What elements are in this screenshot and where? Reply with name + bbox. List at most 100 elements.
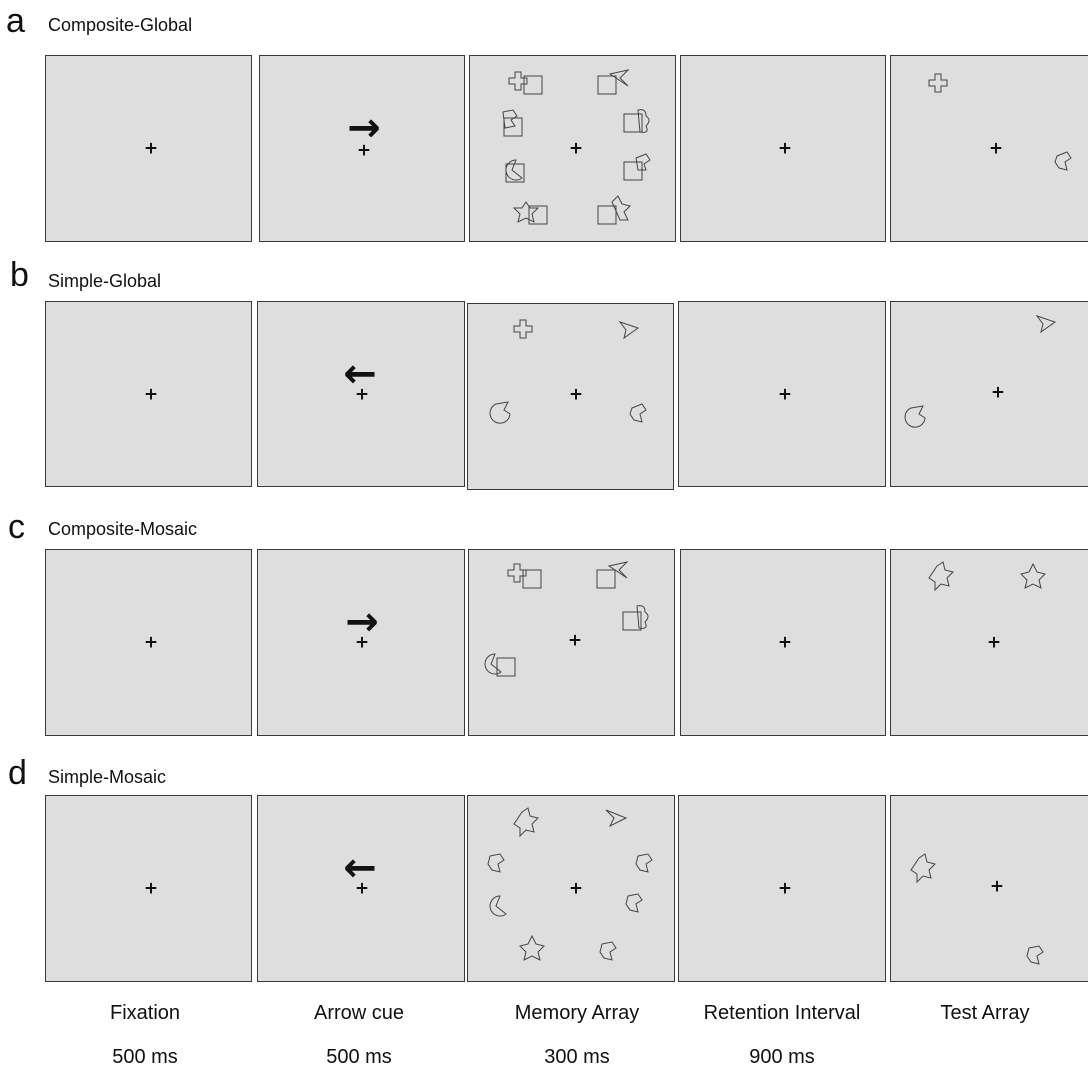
- row-a-test-panel: +: [890, 55, 1088, 242]
- row-a-retention-panel: +: [680, 55, 886, 242]
- pacman-shape: [489, 895, 507, 917]
- square-shape: [622, 611, 642, 631]
- arrowhead-shape: [618, 321, 640, 340]
- row-b-memory-panel: +: [467, 303, 674, 490]
- fixation-cross: +: [356, 140, 372, 161]
- row-a-memory-panel: +: [469, 55, 676, 242]
- row-d-cue-panel: ← +: [257, 795, 465, 982]
- row-c-title: Composite-Mosaic: [48, 519, 198, 539]
- flag-shape: [502, 109, 518, 129]
- star-shape: [512, 201, 540, 223]
- fixation-cross: +: [777, 138, 793, 159]
- phase-duration-retention-interval: 900 ms: [749, 1046, 815, 1068]
- row-d-letter: d: [8, 754, 27, 792]
- row-c-retention-panel: +: [680, 549, 886, 736]
- fixation-cross: +: [354, 384, 370, 405]
- row-d-title: Simple-Mosaic: [48, 767, 167, 787]
- windmill-shape: [928, 561, 954, 592]
- blob-shape: [636, 605, 649, 629]
- fixation-cross: +: [777, 632, 793, 653]
- phase-duration-arrow-cue: 500 ms: [326, 1046, 392, 1068]
- arrow-right-icon: →: [347, 105, 381, 151]
- fixation-cross: +: [988, 138, 1004, 159]
- arrowhead-shape: [607, 561, 629, 579]
- test-array-shapes: [904, 315, 1057, 428]
- test-array-shapes: [928, 561, 1046, 592]
- fixation-cross: +: [354, 878, 370, 899]
- square-shape: [505, 163, 525, 183]
- fixation-cross: +: [989, 876, 1005, 897]
- arrow-left-icon: ←: [343, 845, 377, 891]
- tee-shape: [635, 153, 651, 171]
- row-c-letter: c: [8, 508, 25, 546]
- fixation-cross: +: [143, 632, 159, 653]
- row-c-test-panel: +: [890, 549, 1088, 736]
- arrowhead-shape: [605, 809, 628, 828]
- tee-shape: [629, 403, 647, 423]
- fixation-cross: +: [567, 630, 583, 651]
- cross-shape: [508, 71, 528, 91]
- row-b-test-panel: +: [890, 301, 1088, 487]
- row-d-fixation-panel: +: [45, 795, 252, 982]
- fixation-cross: +: [354, 632, 370, 653]
- row-b-retention-panel: +: [678, 301, 886, 487]
- square-shape: [503, 117, 523, 137]
- row-a-fixation-panel: +: [45, 55, 252, 242]
- row-d-test-panel: +: [890, 795, 1088, 982]
- arrow-right-icon: →: [345, 599, 379, 645]
- square-shape: [496, 657, 516, 677]
- cross-shape: [513, 319, 533, 339]
- windmill-shape: [513, 807, 539, 838]
- arrow-left-icon: ←: [343, 351, 377, 397]
- arrowhead-shape: [1035, 315, 1057, 334]
- tee-shape: [487, 853, 505, 873]
- square-shape: [596, 569, 616, 589]
- square-shape: [522, 569, 542, 589]
- fixation-cross: +: [777, 878, 793, 899]
- star-shape: [519, 934, 545, 961]
- cross-shape: [507, 563, 527, 583]
- star-shape: [1020, 562, 1046, 589]
- row-b-fixation-panel: +: [45, 301, 252, 487]
- square-shape: [528, 205, 548, 225]
- row-a-cue-panel: → +: [259, 55, 465, 242]
- tee-shape: [625, 893, 643, 913]
- row-a-title: Composite-Global: [48, 15, 193, 35]
- fixation-cross: +: [777, 384, 793, 405]
- square-shape: [597, 75, 617, 95]
- memory-array-shapes: [502, 69, 651, 225]
- tee-shape: [1054, 151, 1072, 171]
- fixation-cross: +: [568, 384, 584, 405]
- square-shape: [523, 75, 543, 95]
- test-array-shapes: [928, 73, 1072, 171]
- tee-shape: [599, 941, 617, 961]
- square-shape: [623, 161, 643, 181]
- phase-label-retention-interval: Retention Interval: [703, 1002, 861, 1024]
- row-a-letter: a: [6, 2, 25, 40]
- memory-array-shapes: [484, 561, 649, 677]
- fixation-cross: +: [143, 878, 159, 899]
- phase-label-fixation: Fixation: [109, 1002, 181, 1024]
- row-b-title: Simple-Global: [48, 271, 162, 291]
- memory-array-shapes: [487, 807, 653, 961]
- pacman-shape: [505, 159, 523, 181]
- tee-shape: [635, 853, 653, 873]
- memory-array-shapes: [489, 319, 647, 424]
- phase-label-test-array: Test Array: [940, 1002, 1030, 1024]
- row-c-fixation-panel: +: [45, 549, 252, 736]
- row-c-memory-panel: +: [468, 549, 675, 736]
- tee-shape: [1026, 945, 1044, 965]
- windmill-shape: [611, 195, 631, 221]
- row-b-letter: b: [10, 256, 29, 294]
- square-shape: [597, 205, 617, 225]
- fixation-cross: +: [568, 878, 584, 899]
- row-d-memory-panel: +: [467, 795, 675, 982]
- phase-label-memory-array: Memory Array: [514, 1002, 640, 1024]
- fixation-cross: +: [568, 138, 584, 159]
- fixation-cross: +: [990, 382, 1006, 403]
- fixation-cross: +: [143, 384, 159, 405]
- phase-duration-fixation: 500 ms: [112, 1046, 178, 1068]
- row-d-retention-panel: +: [678, 795, 886, 982]
- arrowhead-shape: [608, 69, 630, 87]
- fixation-cross: +: [986, 632, 1002, 653]
